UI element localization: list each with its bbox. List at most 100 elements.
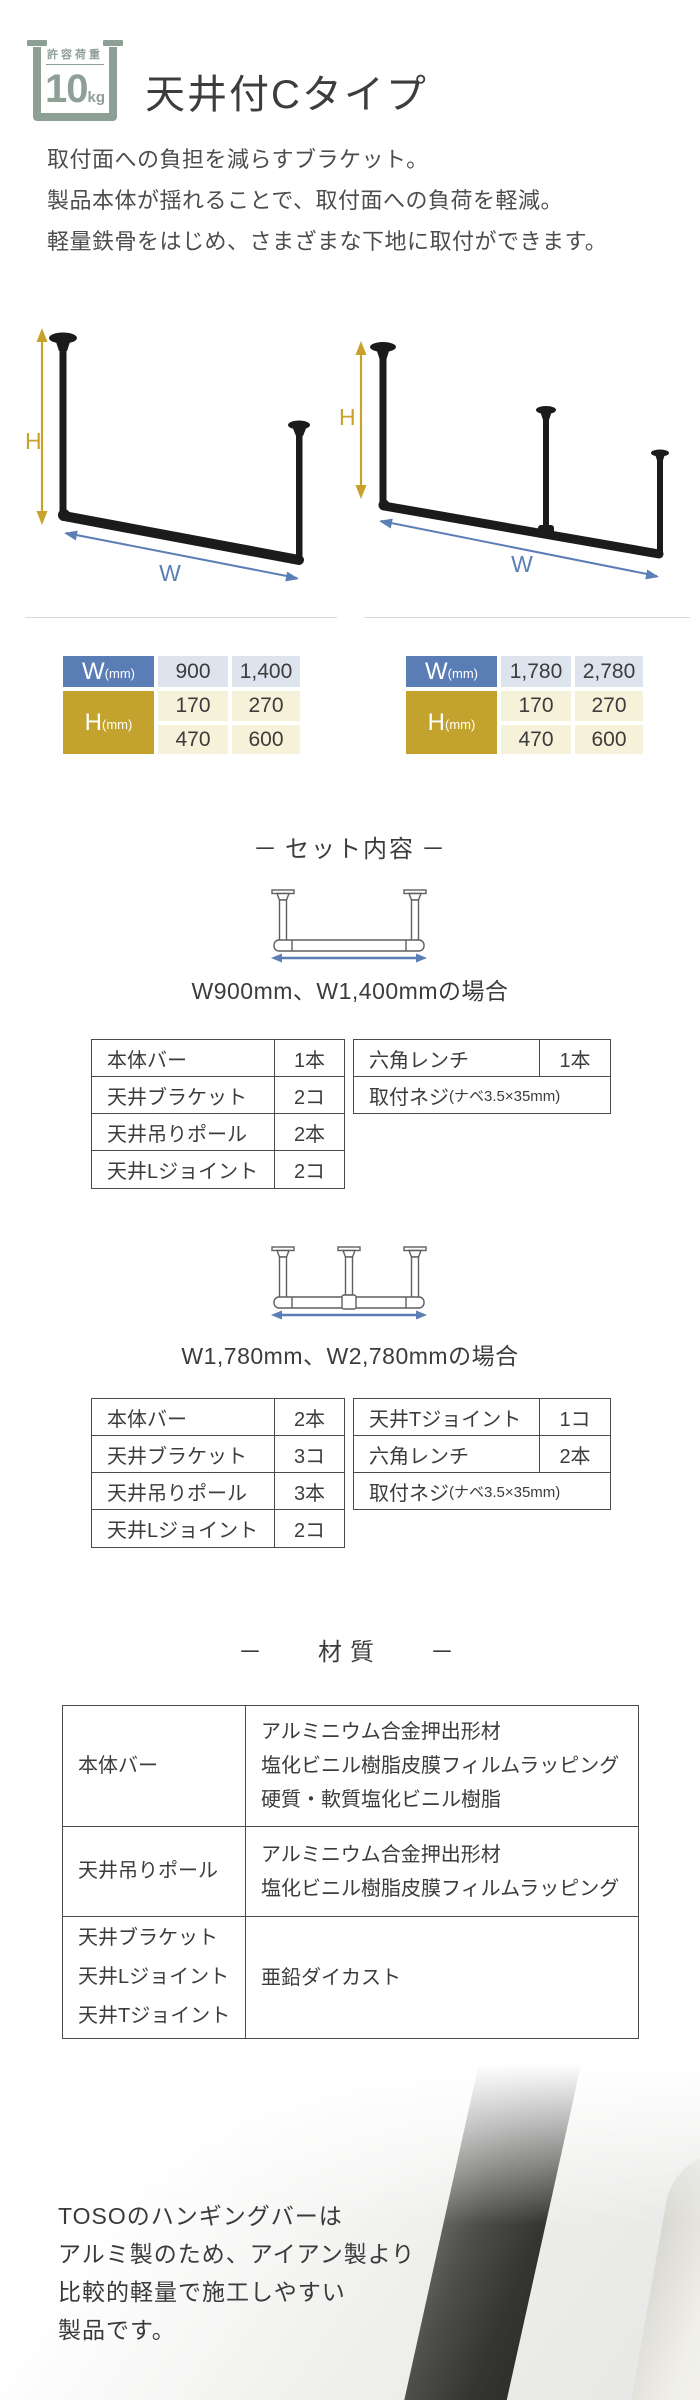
part-qty: 2コ xyxy=(293,1520,326,1542)
w-letter: W xyxy=(425,657,448,685)
h-value: 270 xyxy=(232,691,300,721)
part-name: 本体バー xyxy=(78,1754,158,1777)
screw-size: (ナベ3.5×35mm) xyxy=(449,1483,561,1501)
materials-label: 材質 xyxy=(318,1639,382,1666)
part-name: 天井吊りポール xyxy=(92,1473,275,1509)
badge-number: 10 xyxy=(44,67,88,111)
w-label: W xyxy=(511,551,533,577)
table-row: 天井ブラケット 2コ xyxy=(92,1077,344,1114)
table-row: 天井ブラケット 天井Lジョイント 天井Tジョイント 亜鉛ダイカスト xyxy=(63,1917,638,2038)
w-dimension-arrow xyxy=(379,518,659,580)
table-row: 天井Lジョイント 2コ xyxy=(92,1510,344,1547)
w-unit: (mm) xyxy=(104,666,135,681)
h-value: 600 xyxy=(232,725,300,754)
footer-line: アルミ製のため、アイアン製より xyxy=(58,2241,416,2267)
h-dimension-arrow xyxy=(355,341,367,499)
description-line: 取付面への負担を減らすブラケット。 xyxy=(47,147,429,172)
material-line: アルミニウム合金押出形材 xyxy=(261,1721,501,1743)
screw-label: 取付ネジ xyxy=(369,1086,449,1109)
part-name: 天井ブラケット xyxy=(78,1927,218,1949)
bar-outline xyxy=(271,889,427,952)
table-row: 天井ブラケット 3コ xyxy=(92,1436,344,1473)
footer-photo: TOSOのハンギングバーは アルミ製のため、アイアン製より 比較的軽量で施工しや… xyxy=(0,2050,700,2400)
divider xyxy=(25,617,337,618)
footer-line: TOSOのハンギングバーは xyxy=(58,2203,343,2229)
hanging-bar-product xyxy=(370,342,669,559)
material-part: 天井ブラケット 天井Lジョイント 天井Tジョイント xyxy=(63,1917,246,2038)
h-header-cell: H(mm) xyxy=(63,691,154,754)
w-dimension-arrow xyxy=(64,530,299,582)
part-name: 天井Tジョイント xyxy=(78,2005,231,2027)
set1-line-diagram xyxy=(270,886,430,969)
dash: － xyxy=(238,1639,270,1666)
materials-table: 本体バー アルミニウム合金押出形材 塩化ビニル樹脂皮膜フィルムラッピング 硬質・… xyxy=(62,1705,639,2039)
h-label: H xyxy=(339,404,356,430)
dash: － xyxy=(253,836,279,863)
w-span-arrow xyxy=(271,1310,427,1320)
part-name: 天井Lジョイント xyxy=(92,1510,275,1547)
material-line: 亜鉛ダイカスト xyxy=(261,1966,401,1989)
part-name: 天井ブラケット xyxy=(92,1436,275,1472)
dimension-table-small: W(mm) 900 1,400 H(mm) 170 270 470 600 xyxy=(63,656,300,754)
material-composition: アルミニウム合金押出形材 塩化ビニル樹脂皮膜フィルムラッピング 硬質・軟質塩化ビ… xyxy=(246,1706,638,1826)
load-capacity-badge: 許容荷重 10kg xyxy=(27,40,123,125)
page-title: 天井付Cタイプ xyxy=(145,73,428,117)
h-header-cell: H(mm) xyxy=(406,691,497,754)
table-row: 本体バー アルミニウム合金押出形材 塩化ビニル樹脂皮膜フィルムラッピング 硬質・… xyxy=(63,1706,638,1827)
part-qty: 1本 xyxy=(293,1049,326,1072)
w-letter: W xyxy=(82,657,105,685)
photo-fade-overlay xyxy=(0,2050,700,2400)
h-letter: H xyxy=(84,708,102,736)
h-value: 470 xyxy=(158,725,228,754)
h-value: 470 xyxy=(501,725,571,754)
set2-line-diagram xyxy=(270,1243,430,1326)
part-name: 本体バー xyxy=(92,1399,275,1435)
badge-divider xyxy=(46,64,104,65)
set1-caption: W900mm、W1,400mmの場合 xyxy=(191,978,509,1004)
description-line: 製品本体が揺れることで、取付面への負荷を軽減。 xyxy=(47,188,563,213)
part-name: 天井Tジョイント xyxy=(354,1399,540,1435)
part-name: 天井ブラケット xyxy=(92,1077,275,1113)
w-header-cell: W(mm) xyxy=(63,656,154,687)
set2-caption: W1,780mm、W2,780mmの場合 xyxy=(181,1343,519,1369)
h-label: H xyxy=(25,428,42,454)
part-qty: 3コ xyxy=(293,1445,326,1468)
w-value: 2,780 xyxy=(575,656,643,687)
dash: － xyxy=(430,1639,462,1666)
part-name: 本体バー xyxy=(92,1040,275,1076)
w-header-cell: W(mm) xyxy=(406,656,497,687)
material-line: 硬質・軟質塩化ビニル樹脂 xyxy=(261,1789,501,1811)
h-value: 600 xyxy=(575,725,643,754)
part-name: 天井Lジョイント xyxy=(92,1151,275,1188)
table-row: 六角レンチ 1本 xyxy=(354,1040,610,1077)
screw-size: (ナベ3.5×35mm) xyxy=(449,1087,561,1105)
badge-value: 10kg xyxy=(27,67,123,112)
part-name: 天井吊りポール xyxy=(78,1860,218,1882)
part-qty: 2コ xyxy=(293,1086,326,1109)
material-composition: アルミニウム合金押出形材 塩化ビニル樹脂皮膜フィルムラッピング xyxy=(246,1827,638,1916)
part-name: 六角レンチ xyxy=(354,1040,540,1076)
part-name: 六角レンチ xyxy=(354,1436,540,1472)
material-line: 塩化ビニル樹脂皮膜フィルムラッピング xyxy=(261,1755,620,1777)
part-qty: 2本 xyxy=(293,1408,326,1431)
w-value: 1,780 xyxy=(501,656,571,687)
footer-text: TOSOのハンギングバーは アルミ製のため、アイアン製より 比較的軽量で施工しや… xyxy=(58,2197,415,2349)
h-unit: (mm) xyxy=(102,717,133,732)
part-name: 天井Lジョイント xyxy=(78,1966,230,1988)
bar-outline xyxy=(271,1246,427,1310)
part-qty: 2本 xyxy=(559,1445,591,1468)
dash: － xyxy=(421,836,447,863)
badge-label: 許容荷重 xyxy=(47,49,103,61)
material-composition: 亜鉛ダイカスト xyxy=(246,1917,638,2038)
material-part: 天井吊りポール xyxy=(63,1827,246,1916)
part-qty: 1本 xyxy=(559,1049,591,1072)
materials-title: － 材質 － xyxy=(0,1632,700,1667)
set-contents-label: セット内容 xyxy=(285,836,415,863)
